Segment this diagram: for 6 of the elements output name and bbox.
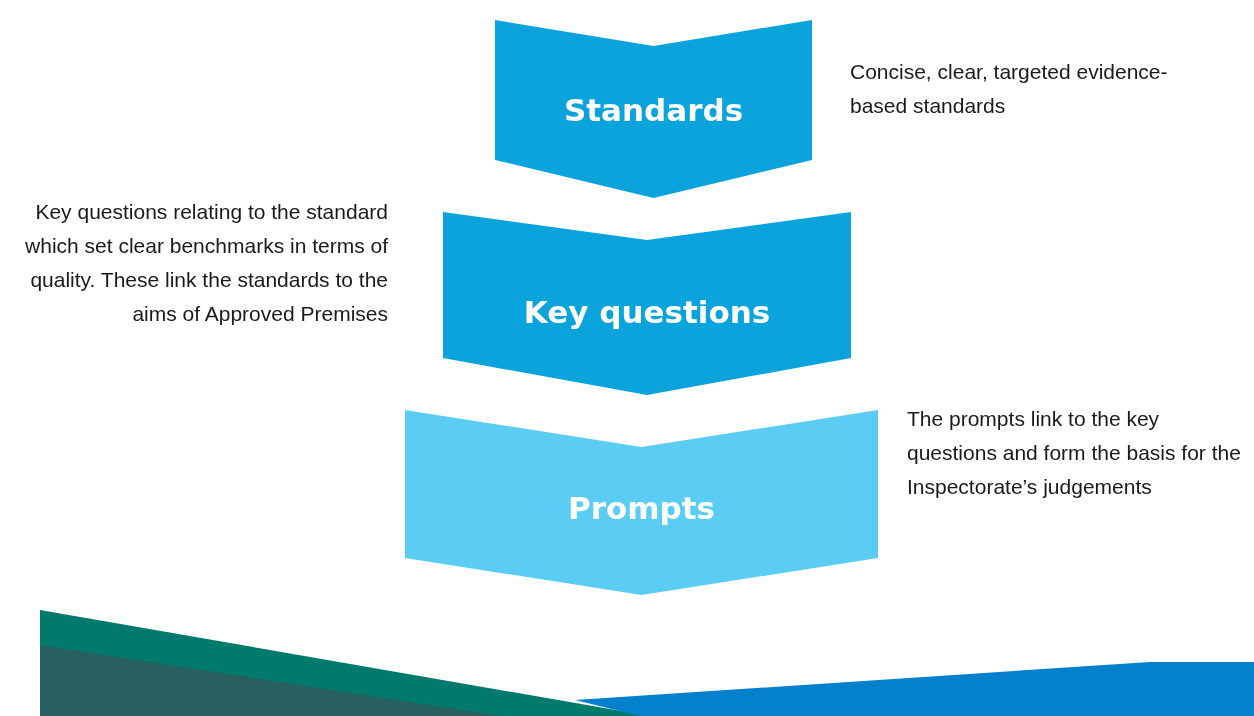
chevron-label: Standards [562, 92, 745, 128]
description-text: The prompts link to the key questions and form the basis for the Inspectorate’s judgements [907, 406, 1242, 500]
chevron-label: Prompts [566, 490, 717, 526]
description-text: Concise, clear, targeted evidence-based standards [850, 59, 1169, 119]
description-text: Key questions relating to the standard which set clear benchmarks in terms of quality. These link the standards to the aims of Approved Premises [24, 199, 388, 327]
chevron-label: Key questions [522, 294, 772, 330]
